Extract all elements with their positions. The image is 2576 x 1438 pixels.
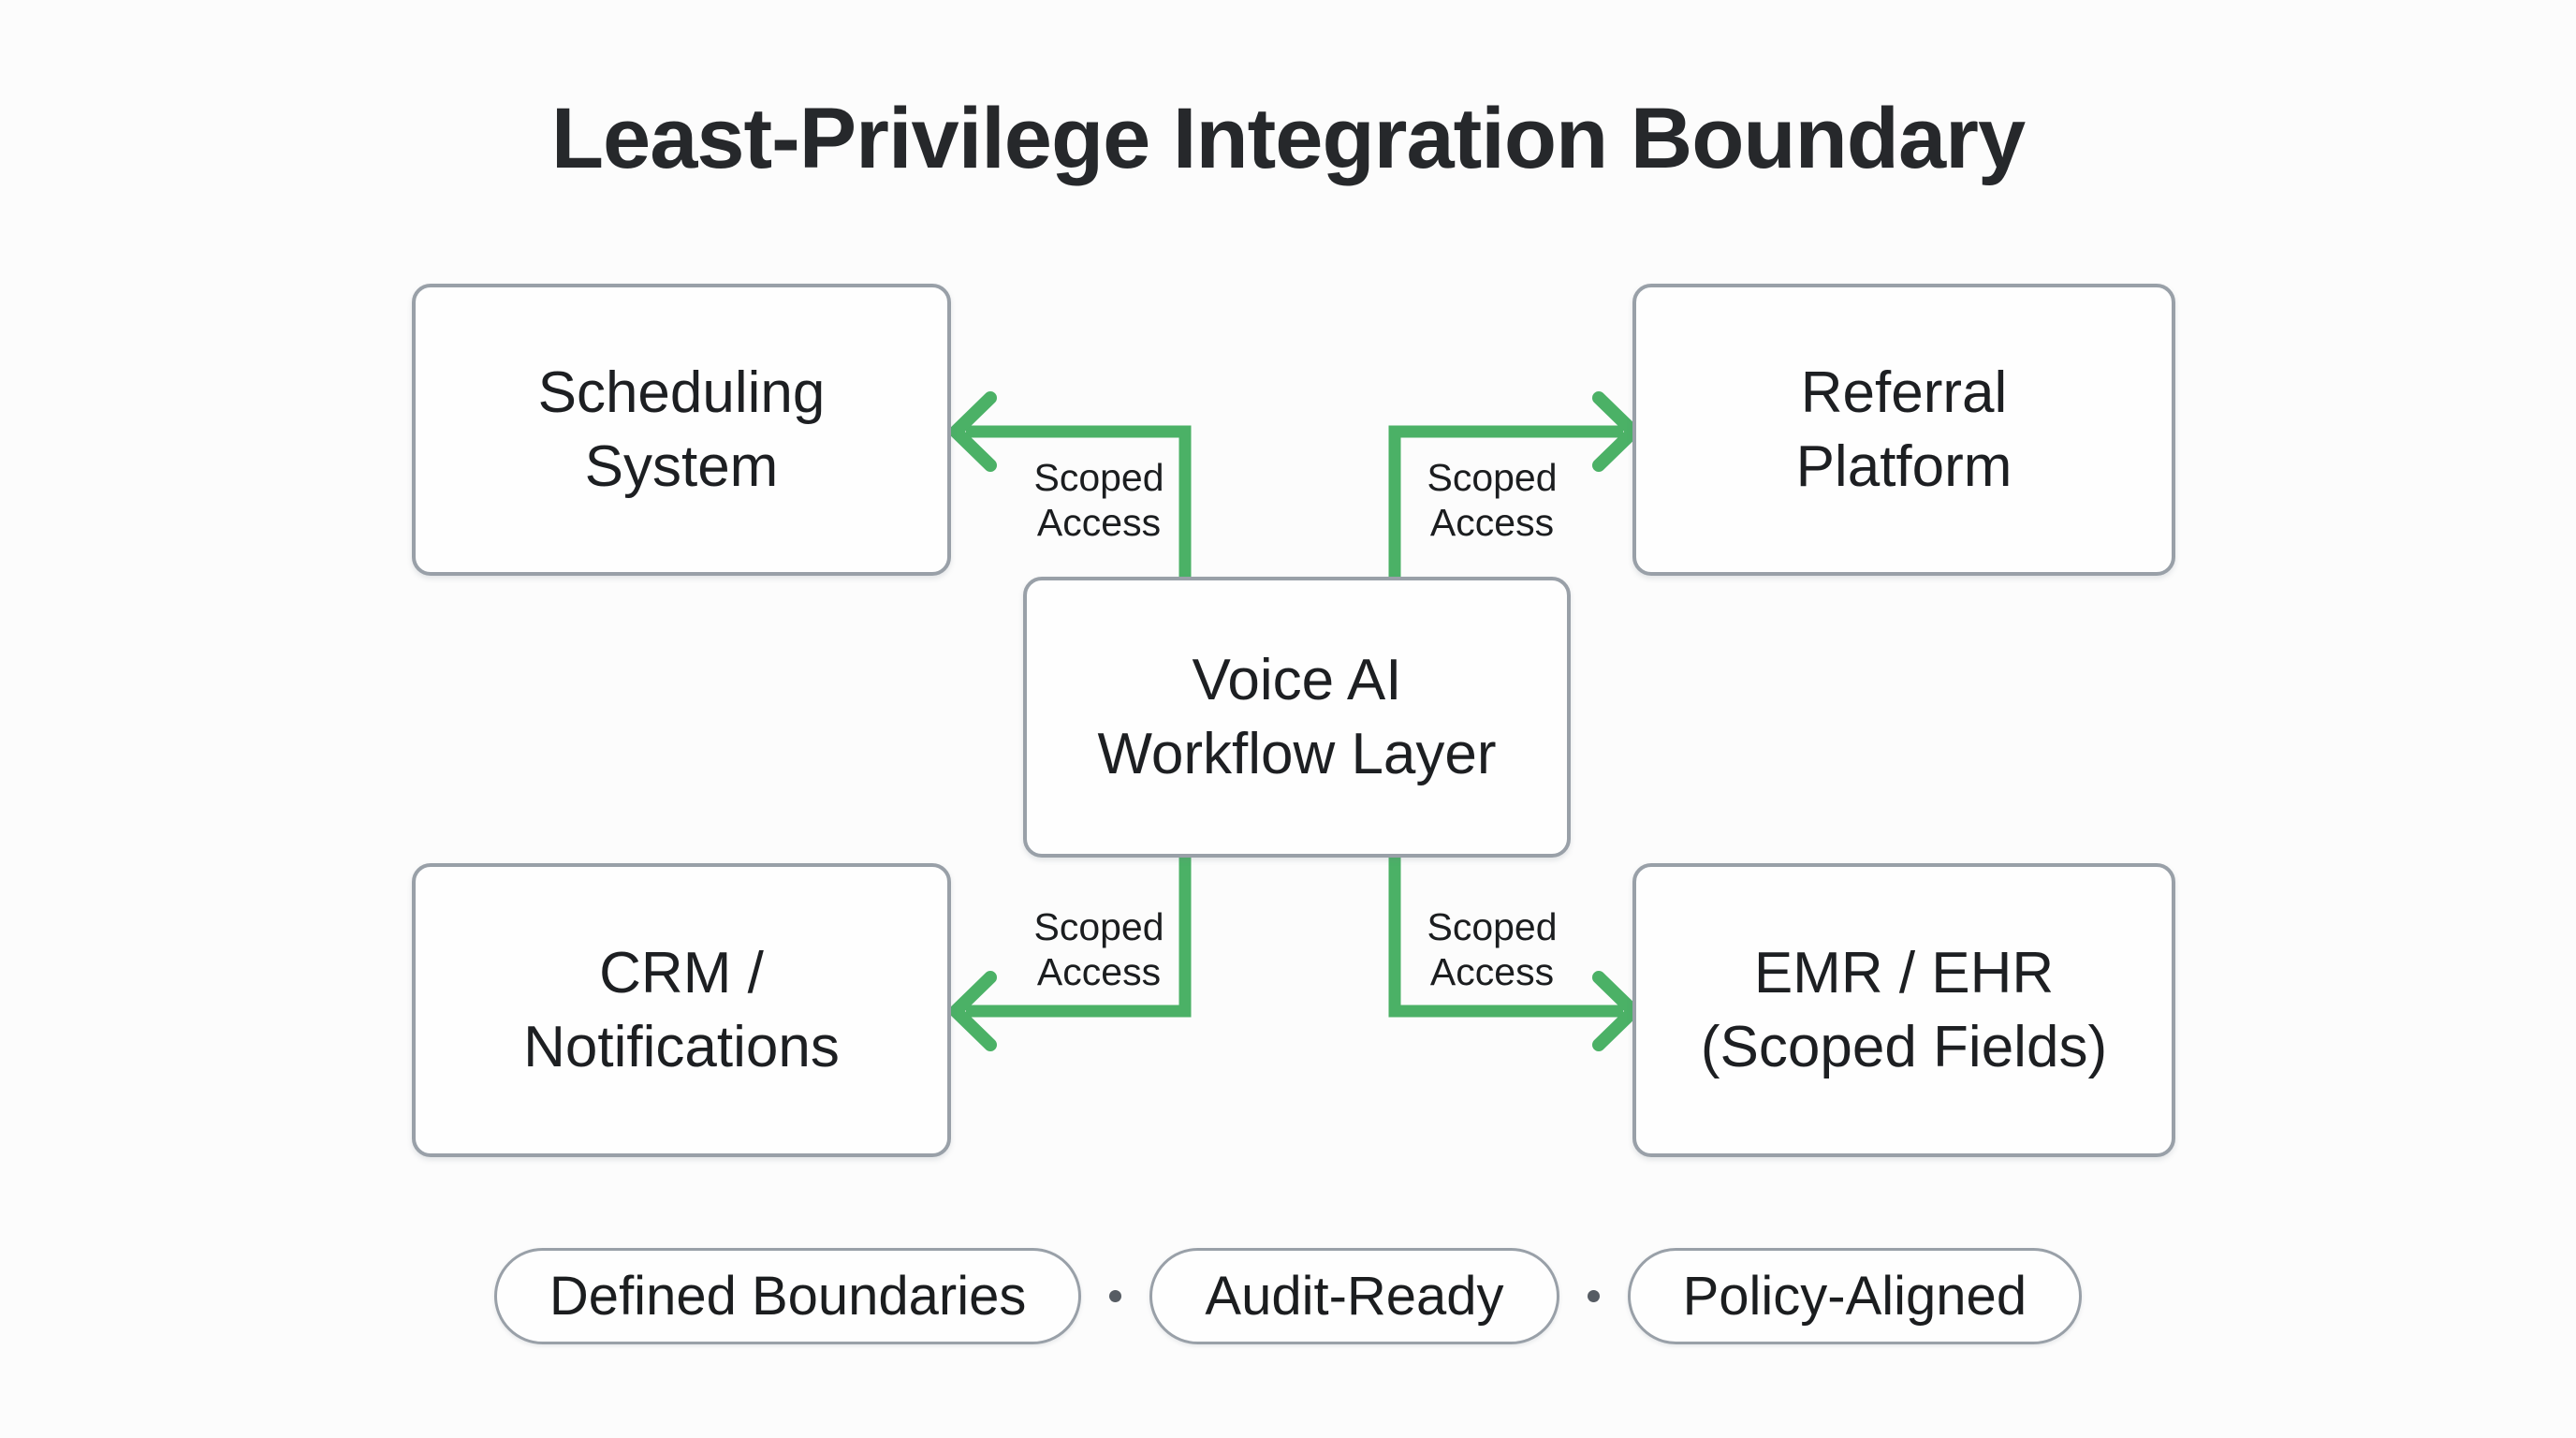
connector-top-right-line: [1388, 425, 1623, 588]
badge-separator-dot: [1587, 1289, 1600, 1302]
edge-label-scoped-access-top-right: Scoped Access: [1427, 456, 1558, 545]
badge-row: Defined Boundaries Audit-Ready Policy-Al…: [0, 1247, 2576, 1344]
edge-label-scoped-access-top-left: Scoped Access: [1033, 456, 1164, 545]
badge-policy-aligned: Policy-Aligned: [1627, 1247, 2083, 1344]
arrowhead-left-top-icon: [949, 391, 997, 472]
node-scheduling-system: Scheduling System: [412, 284, 951, 576]
arrowhead-left-bottom-icon: [949, 971, 997, 1051]
node-label: EMR / EHR (Scoped Fields): [1700, 940, 2108, 1079]
node-referral-platform: Referral Platform: [1632, 284, 2175, 576]
connector-top-left-line: [966, 425, 1192, 588]
badge-separator-dot: [1109, 1289, 1122, 1302]
connector-bottom-right-line: [1388, 850, 1623, 1018]
badge-audit-ready: Audit-Ready: [1149, 1247, 1559, 1344]
node-label: Scheduling System: [537, 360, 826, 499]
node-label: Referral Platform: [1795, 360, 2012, 499]
edge-label-scoped-access-bottom-right: Scoped Access: [1427, 905, 1558, 994]
node-label: CRM / Notifications: [523, 940, 840, 1079]
node-emr-ehr: EMR / EHR (Scoped Fields): [1632, 863, 2175, 1157]
node-label: Voice AI Workflow Layer: [1097, 647, 1497, 786]
connector-bottom-left-line: [966, 850, 1192, 1018]
edge-label-scoped-access-bottom-left: Scoped Access: [1033, 905, 1164, 994]
node-voice-ai-workflow-layer: Voice AI Workflow Layer: [1023, 577, 1571, 858]
node-crm-notifications: CRM / Notifications: [412, 863, 951, 1157]
page-title: Least-Privilege Integration Boundary: [550, 91, 2026, 186]
badge-defined-boundaries: Defined Boundaries: [493, 1247, 1082, 1344]
